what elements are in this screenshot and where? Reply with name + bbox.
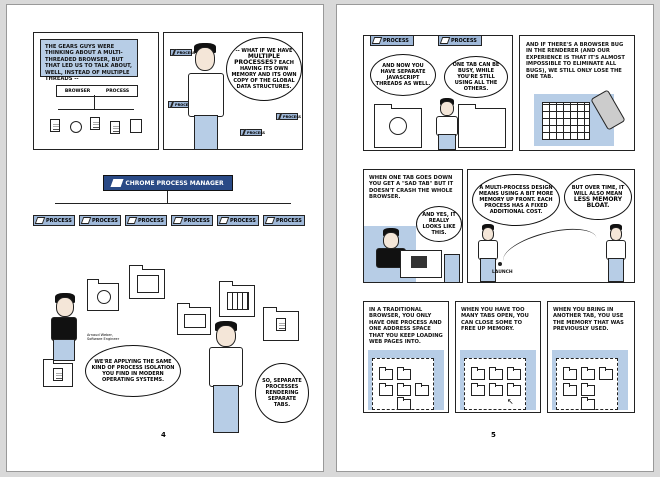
speech-bubble-multi-process: A multi-process design means using a bit… — [472, 174, 560, 226]
folder-calendar — [219, 281, 255, 317]
speech-bubble-bloat: But over time, it will also mean less me… — [564, 174, 632, 220]
launch-label: LAUNCH — [492, 270, 513, 275]
comic-page-4: The Gears guys were thinking about a mul… — [6, 4, 324, 472]
speech-bubble-separate: So, separate processes rendering separat… — [255, 363, 309, 423]
browser-label: BROWSER — [64, 88, 91, 94]
bubble-text: Each having its own memory and its own c… — [231, 60, 297, 90]
panel-many-text: When you have too many tabs open, you ca… — [461, 307, 529, 333]
bug-window — [542, 102, 590, 140]
panel-bring-text: When you bring in another tab, you use t… — [553, 307, 624, 333]
mini-process-tab: PROCESS — [168, 101, 193, 108]
caption-name: Arnaud Weber, — [87, 333, 114, 337]
tab-icon — [110, 179, 124, 187]
memory-curve — [499, 220, 601, 279]
process-tab-6: PROCESS — [263, 215, 305, 226]
page-number: 4 — [161, 431, 166, 439]
page-number: 5 — [491, 431, 496, 439]
computer-tower — [444, 254, 460, 282]
speech-bubble-busy: One tab can be busy, while you're still … — [444, 56, 508, 98]
process-tab-3: PROCESS — [125, 215, 167, 226]
mini-process-tab: PROCESS — [170, 49, 195, 56]
character-climbing — [45, 293, 85, 363]
panel-trad-text: In a traditional browser, you only have … — [369, 307, 443, 346]
globe-icon — [97, 290, 111, 304]
folder-document — [263, 307, 299, 341]
folder-document — [43, 359, 73, 387]
speech-bubble-multiple-processes: -- what if we have multiple processes? E… — [226, 37, 302, 101]
speech-bubble-js: And now you have separate javascript thr… — [370, 54, 436, 96]
speech-bubble-applying: We're applying the same kind of process … — [85, 345, 181, 397]
panel-browser-bug: And if there's a browser bug in the rend… — [519, 35, 635, 151]
document-icon — [90, 117, 100, 130]
folder-mail — [177, 303, 211, 335]
manager-title: CHROME PROCESS MANAGER — [125, 179, 224, 187]
sad-tab-icon — [411, 256, 427, 268]
panel-traditional: In a traditional browser, you only have … — [363, 301, 449, 413]
process-tab-2: PROCESS — [79, 215, 121, 226]
calendar-icon — [227, 292, 249, 310]
panel-multiple-processes: -- what if we have multiple processes? E… — [163, 32, 303, 150]
document-icon — [50, 119, 60, 132]
speech-bubble-yes: And yes, it really looks like this. — [416, 206, 462, 242]
character-standing — [205, 321, 247, 433]
mini-process-tab: PROCESS — [240, 129, 265, 136]
panel-bug-text: And if there's a browser bug in the rend… — [526, 42, 625, 81]
refresh-icon — [389, 117, 407, 135]
folder-picture — [129, 265, 165, 299]
mini-process-tab: PROCESS — [276, 113, 301, 120]
panel-reuse-memory: When you bring in another tab, you use t… — [547, 301, 635, 413]
tree-line — [58, 109, 134, 110]
character-presenter — [476, 224, 500, 282]
process-tab-4: PROCESS — [171, 215, 213, 226]
panel1-text: The Gears guys were thinking about a mul… — [45, 44, 132, 83]
panel-memory: A multi-process design means using a bit… — [467, 169, 635, 283]
chrome-process-manager-bar: CHROME PROCESS MANAGER — [103, 175, 233, 191]
process-tab: PROCESS — [438, 36, 482, 46]
tree-line — [55, 203, 291, 204]
comic-page-5: PROCESS PROCESS And now you have separat… — [336, 4, 654, 472]
process-tab: PROCESS — [370, 36, 414, 46]
browser-process-bar: BROWSER PROCESS — [56, 85, 138, 97]
character-listener — [604, 224, 628, 282]
tree-line — [167, 191, 168, 203]
folder-globe — [87, 279, 119, 311]
caption-box: The Gears guys were thinking about a mul… — [40, 39, 138, 82]
engineer-caption: Arnaud Weber, Software Engineer — [87, 333, 147, 341]
monitor-sad-tab — [400, 250, 442, 278]
envelope-icon — [184, 314, 206, 328]
process-tab-1: PROCESS — [33, 215, 75, 226]
panel-sad-tab: When one tab goes down you get a "sad ta… — [363, 169, 463, 283]
document-icon — [110, 121, 120, 134]
cursor-icon: ↖ — [507, 397, 514, 406]
panel-sad-text: When one tab goes down you get a "sad ta… — [369, 175, 454, 201]
process-label: PROCESS — [105, 88, 130, 94]
address-space: ↖ — [464, 358, 526, 410]
character-engineer — [188, 43, 228, 149]
caption-role: Software Engineer — [87, 337, 120, 341]
panel-multithreaded: The Gears guys were thinking about a mul… — [33, 32, 159, 150]
folder-busy — [374, 104, 422, 148]
bubble-text: -- what if we have — [235, 48, 293, 54]
panel-close-tabs: When you have too many tabs open, you ca… — [455, 301, 541, 413]
launch-point — [498, 262, 502, 266]
folder-active — [458, 104, 506, 148]
bubble-emphasis: multiple processes? — [234, 53, 281, 66]
process-tab-5: PROCESS — [217, 215, 259, 226]
address-space — [556, 358, 618, 410]
image-file-icon — [130, 119, 142, 133]
picture-icon — [137, 275, 159, 293]
address-space — [372, 358, 434, 410]
puzzle-icon — [70, 121, 82, 133]
character-sitting — [432, 98, 462, 150]
panel-javascript-threads: PROCESS PROCESS And now you have separat… — [363, 35, 513, 151]
tree-line — [94, 95, 95, 109]
